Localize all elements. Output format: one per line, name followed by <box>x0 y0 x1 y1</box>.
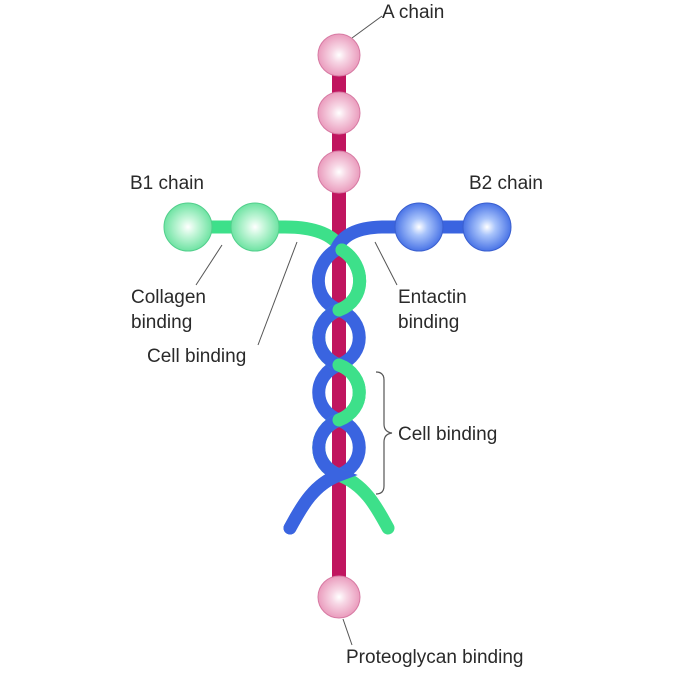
b2-chain-label: B2 chain <box>469 173 543 194</box>
a-chain-globule <box>317 91 361 135</box>
proteoglycan-globule <box>317 575 361 619</box>
proteoglycan-binding-leader <box>342 618 353 646</box>
cell-binding-right-label: Cell binding <box>398 424 497 445</box>
b2-helix-front <box>283 303 358 535</box>
a-chain-globule <box>317 33 361 77</box>
a-chain-globule <box>317 150 361 194</box>
entactin-binding-leader <box>374 241 398 286</box>
b1-chain-globule <box>163 202 213 252</box>
b1-chain-globule <box>230 202 280 252</box>
cell-binding-brace <box>375 371 393 495</box>
entactin-binding-label-line1: Entactin <box>398 287 467 308</box>
b2-chain-globule <box>462 202 512 252</box>
cell-binding-left-leader <box>257 241 298 346</box>
b1-chain-label: B1 chain <box>130 173 204 194</box>
b2-chain-globule <box>394 202 444 252</box>
collagen-binding-label-line1: Collagen <box>131 287 206 308</box>
b1-helix-front <box>332 243 367 427</box>
a-chain-leader <box>351 15 383 39</box>
a-chain-label: A chain <box>382 2 444 23</box>
entactin-binding-label-line2: binding <box>398 312 459 333</box>
collagen-binding-leader <box>195 244 223 286</box>
collagen-binding-label-line2: binding <box>131 312 192 333</box>
proteoglycan-binding-label: Proteoglycan binding <box>346 647 523 668</box>
cell-binding-left-label: Cell binding <box>147 346 246 367</box>
